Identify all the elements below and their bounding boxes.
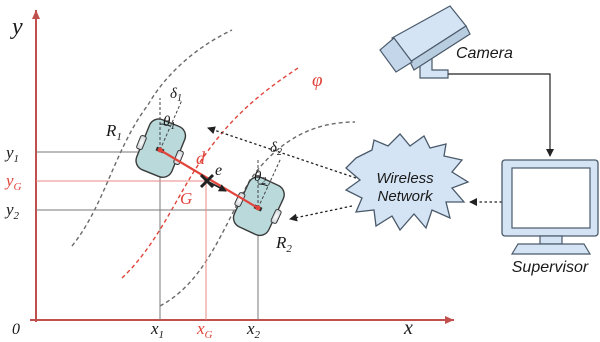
robot-r1-wheel-right bbox=[173, 149, 184, 166]
reference-path-phi bbox=[121, 67, 299, 279]
x-axis-label: x bbox=[403, 317, 413, 339]
tick-yG: yG bbox=[4, 171, 22, 193]
link-network-to-r1 bbox=[207, 126, 357, 179]
camera-icon bbox=[379, 5, 471, 79]
r2-label: R2 bbox=[275, 233, 292, 255]
projection-lines-centroid bbox=[36, 180, 208, 320]
monitor-neck bbox=[539, 235, 563, 245]
delta1-label: δ1 bbox=[170, 86, 182, 104]
r1-angle-arc bbox=[159, 123, 171, 127]
camera-to-supervisor-line bbox=[448, 73, 554, 157]
tick-x2: x2 bbox=[246, 319, 261, 341]
link-network-to-r2 bbox=[289, 205, 353, 222]
supervisor-label: Supervisor bbox=[512, 259, 589, 276]
phi-label: φ bbox=[312, 70, 323, 91]
supervisor-monitor-icon bbox=[501, 159, 599, 255]
network-label-line1: Wireless bbox=[376, 170, 434, 187]
r2-heading bbox=[257, 157, 282, 209]
r1-label: R1 bbox=[105, 121, 122, 143]
y-axis-label: y bbox=[10, 14, 23, 40]
robot-r2-marker bbox=[255, 205, 261, 211]
origin-label: 0 bbox=[12, 321, 20, 338]
theta2-label: θ2 bbox=[254, 169, 266, 187]
d-label: d bbox=[196, 148, 206, 168]
camera-body-side bbox=[409, 25, 471, 71]
e-label: e bbox=[215, 162, 222, 179]
tick-y2: y2 bbox=[4, 200, 20, 222]
robot-r1-wheel-left bbox=[136, 134, 147, 151]
monitor-stand bbox=[510, 243, 592, 255]
delta2-label: δ2 bbox=[270, 140, 282, 158]
error-vector-e bbox=[206, 180, 227, 192]
theta1-label: θ1 bbox=[163, 114, 175, 132]
robot-r2-wheel-left bbox=[234, 192, 246, 208]
monitor-screen bbox=[511, 167, 591, 229]
wireless-network-cloud bbox=[344, 133, 470, 232]
trajectory-curve-left bbox=[71, 29, 233, 247]
G-label: G bbox=[180, 189, 192, 208]
robot-r1-marker bbox=[157, 147, 163, 153]
network-label-line2: Network bbox=[377, 188, 434, 205]
camera-lens bbox=[379, 37, 413, 73]
camera-label: Camera bbox=[456, 45, 513, 62]
r1-heading bbox=[159, 99, 183, 151]
r2-angle-arc bbox=[257, 183, 269, 187]
tick-xG: xG bbox=[196, 319, 213, 341]
tick-x1: x1 bbox=[150, 319, 164, 341]
tick-y1: y1 bbox=[4, 143, 19, 165]
robot-r2-wheel-right bbox=[270, 208, 282, 224]
projection-lines bbox=[36, 151, 259, 320]
